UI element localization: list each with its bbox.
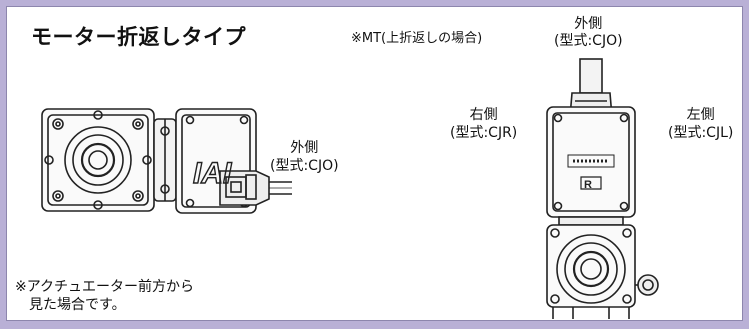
actuator-front-view-drawing: R [546,58,659,319]
outer-orientation-name: 外側 [290,140,319,156]
left-side-orientation-model: (型式:CJL) [668,125,734,141]
left-side-orientation-caption: 左側 (型式:CJL) [668,106,733,142]
content-panel: IAI R [6,6,743,321]
actuator-drawings: IAI R [41,58,659,319]
right-side-orientation-caption: 右側 (型式:CJR) [450,106,517,142]
top-orientation-model: (型式:CJO) [554,33,623,49]
page-title: モーター折返しタイプ [31,25,246,49]
footnote-line-1: ※アクチュエーター前方から [15,279,195,295]
svg-text:R: R [584,179,592,191]
footnote-line-2: 見た場合です。 [29,297,126,313]
right-side-orientation-model: (型式:CJR) [450,125,518,141]
left-side-orientation-name: 左側 [686,107,715,123]
outer-orientation-caption: 外側 (型式:CJO) [270,139,339,175]
top-orientation-caption: 外側 (型式:CJO) [554,16,623,50]
top-orientation-name: 外側 [574,16,603,32]
outer-orientation-model: (型式:CJO) [270,158,339,174]
iai-logo: IAI [193,157,232,190]
mt-note: ※MT(上折返しの場合) [351,31,483,46]
viewpoint-footnote: ※アクチュエーター前方から 見た場合です。 [15,278,194,314]
actuator-side-view-drawing [41,108,292,214]
right-side-orientation-name: 右側 [469,107,498,123]
